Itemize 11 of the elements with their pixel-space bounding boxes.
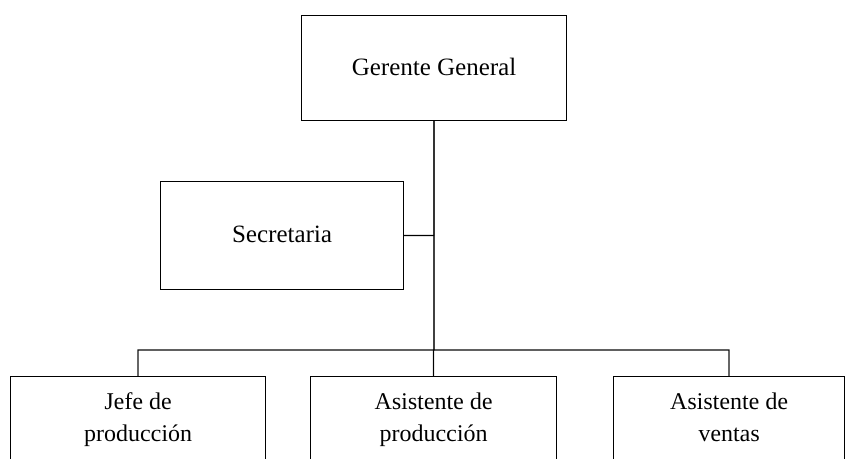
org-box	[301, 15, 567, 121]
role-title: Asistente de ventas	[669, 388, 789, 449]
role-title: Asistente de producción	[374, 388, 494, 449]
role-title: Gerente General	[352, 52, 516, 83]
org-box	[160, 181, 404, 290]
org-box	[310, 376, 557, 459]
connector-line	[433, 121, 730, 376]
role-title: Secretaria	[232, 220, 332, 250]
role-title: Jefe de producción	[83, 388, 193, 449]
org-box	[613, 376, 845, 459]
org-box	[10, 376, 266, 459]
